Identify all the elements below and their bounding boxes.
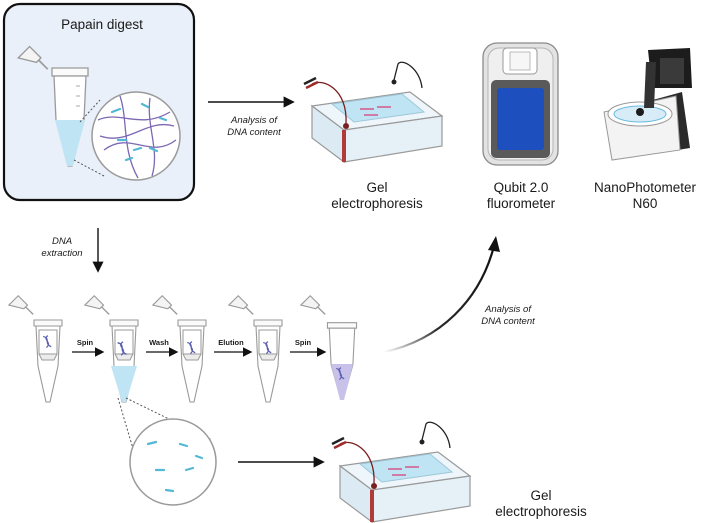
step-label-spin-1: Spin (76, 338, 94, 347)
qubit-label: Qubit 2.0 fluorometer (466, 180, 576, 212)
nanophotometer-label-line2: N60 (632, 196, 658, 211)
analysis-label-top-line2: DNA content (227, 127, 281, 138)
gel-label-bottom-line2: electrophoresis (495, 504, 587, 519)
arrow-analysis-curve (383, 245, 496, 354)
analysis-label-top: Analysis of DNA content (212, 115, 296, 139)
papain-digest-title: Papain digest (61, 17, 143, 32)
analysis-label-top-line1: Analysis of (231, 115, 277, 126)
step-label-spin-2: Spin (294, 338, 312, 347)
gel-label-bottom-line1: Gel (530, 488, 552, 503)
spin-column-icon-4 (228, 294, 283, 403)
microtube-icon-eluate (300, 294, 358, 400)
gel-tank-icon-bottom (332, 422, 470, 522)
qubit-label-line1: Qubit 2.0 (493, 180, 549, 195)
analysis-label-right: Analysis of DNA content (466, 304, 550, 328)
analysis-label-right-line2: DNA content (481, 316, 535, 327)
step-label-wash: Wash (149, 338, 169, 347)
magnifier-circle-icon (91, 91, 181, 181)
magnifier-circle-icon-eluate (129, 418, 217, 506)
nanophotometer-label: NanoPhotometer N60 (588, 180, 702, 212)
nanophotometer-icon (603, 48, 692, 161)
gel-label-top-line1: Gel (366, 180, 388, 195)
papain-tube-icon (17, 45, 89, 167)
qubit-label-line2: fluorometer (486, 196, 556, 211)
extraction-label: DNA extraction (30, 236, 94, 260)
gel-label-top-line2: electrophoresis (331, 196, 423, 211)
qubit-device-icon (482, 42, 559, 166)
extraction-label-line1: DNA (51, 236, 73, 247)
nanophotometer-label-line1: NanoPhotometer (593, 180, 697, 195)
gel-label-top: Gel electrophoresis (322, 180, 432, 212)
spin-column-icon-2 (84, 294, 139, 403)
spin-column-icon-3 (152, 294, 207, 403)
gel-label-bottom: Gel electrophoresis (486, 488, 596, 520)
analysis-label-right-line1: Analysis of (485, 304, 531, 315)
papain-digest-box (2, 2, 196, 202)
gel-tank-icon-top (304, 62, 442, 162)
step-label-elution: Elution (218, 338, 244, 347)
extraction-label-line2: extraction (41, 248, 83, 259)
spin-column-icon-1 (8, 294, 63, 403)
